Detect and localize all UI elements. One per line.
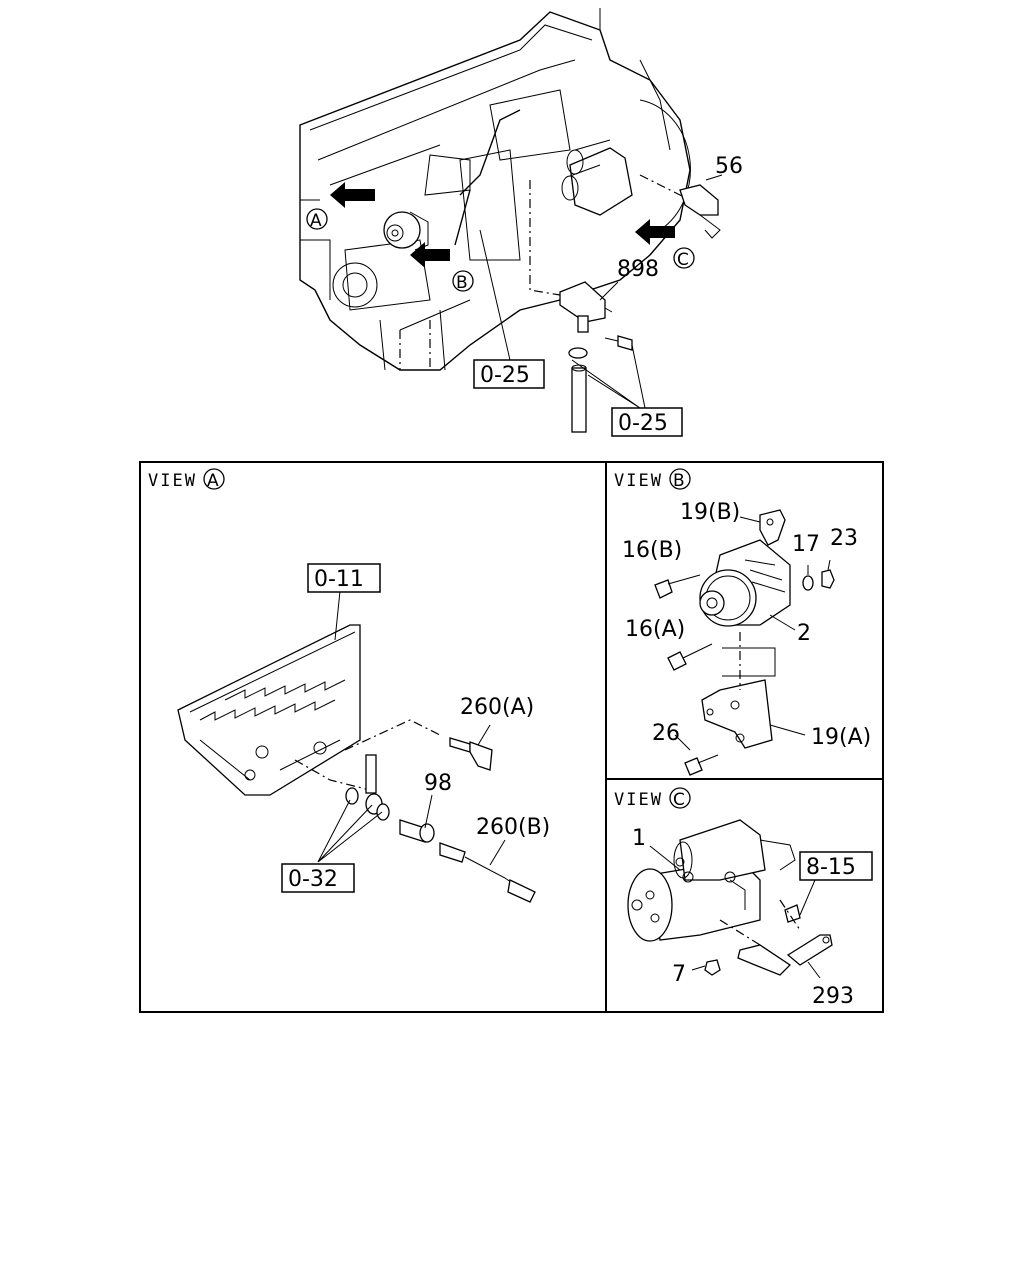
alternator-drawing [699,539,791,627]
ref-box-8-15 [799,851,873,881]
sensor-260a-drawing [449,724,493,771]
label-260b: 260(B) [476,815,550,840]
label-1: 1 [632,826,646,851]
view-a-marker-circle [203,468,225,490]
view-marker-a: A [310,211,322,231]
views-frame [139,461,884,1013]
label-293: 293 [812,984,854,1009]
label-2: 2 [797,621,811,646]
ref-label-0-25-a: 0-25 [480,363,530,388]
label-23: 23 [830,526,858,551]
ref-box-0-25-b [611,407,683,437]
ref-label-0-32: 0-32 [288,867,338,892]
view-c-marker-circle [669,787,691,809]
label-56: 56 [715,154,743,179]
ref-label-8-15: 8-15 [806,855,856,880]
ref-label-0-25-b: 0-25 [618,411,668,436]
view-c-marker: C [673,790,685,810]
label-7: 7 [672,962,686,987]
view-b-marker-circle [669,468,691,490]
starter-motor-drawing [627,819,796,942]
view-a-title: VIEW [148,471,197,491]
view-b-title: VIEW [614,471,663,491]
ref-label-0-11: 0-11 [314,567,364,592]
view-marker-c: C [677,250,689,270]
view-a-marker: A [207,471,219,491]
arrow-b-icon [410,242,450,268]
view-marker-a-circle [306,208,328,230]
ref-box-0-11 [307,563,381,593]
ref-box-0-32 [281,863,355,893]
label-98: 98 [424,771,452,796]
ref-box-0-25-a [473,359,545,389]
label-16a: 16(A) [625,617,685,642]
label-19a: 19(A) [811,725,871,750]
label-26: 26 [652,721,680,746]
label-898: 898 [617,257,659,282]
engine-assembly-drawing [299,8,723,433]
arrow-a-icon [330,182,375,208]
label-16b: 16(B) [622,538,682,563]
view-c-title: VIEW [614,790,663,810]
cylinder-head-drawing [177,624,361,796]
view-marker-c-circle [673,247,695,269]
view-marker-b-circle [452,270,474,292]
sensor-260b-drawing [439,839,536,903]
view-b-marker: B [673,471,685,491]
view-marker-b: B [456,273,468,293]
sensor-56-drawing [679,184,721,239]
label-260a: 260(A) [460,695,534,720]
sensor-898-drawing [559,281,613,333]
arrow-c-icon [635,219,675,245]
label-19b: 19(B) [680,500,740,525]
label-17: 17 [792,532,820,557]
